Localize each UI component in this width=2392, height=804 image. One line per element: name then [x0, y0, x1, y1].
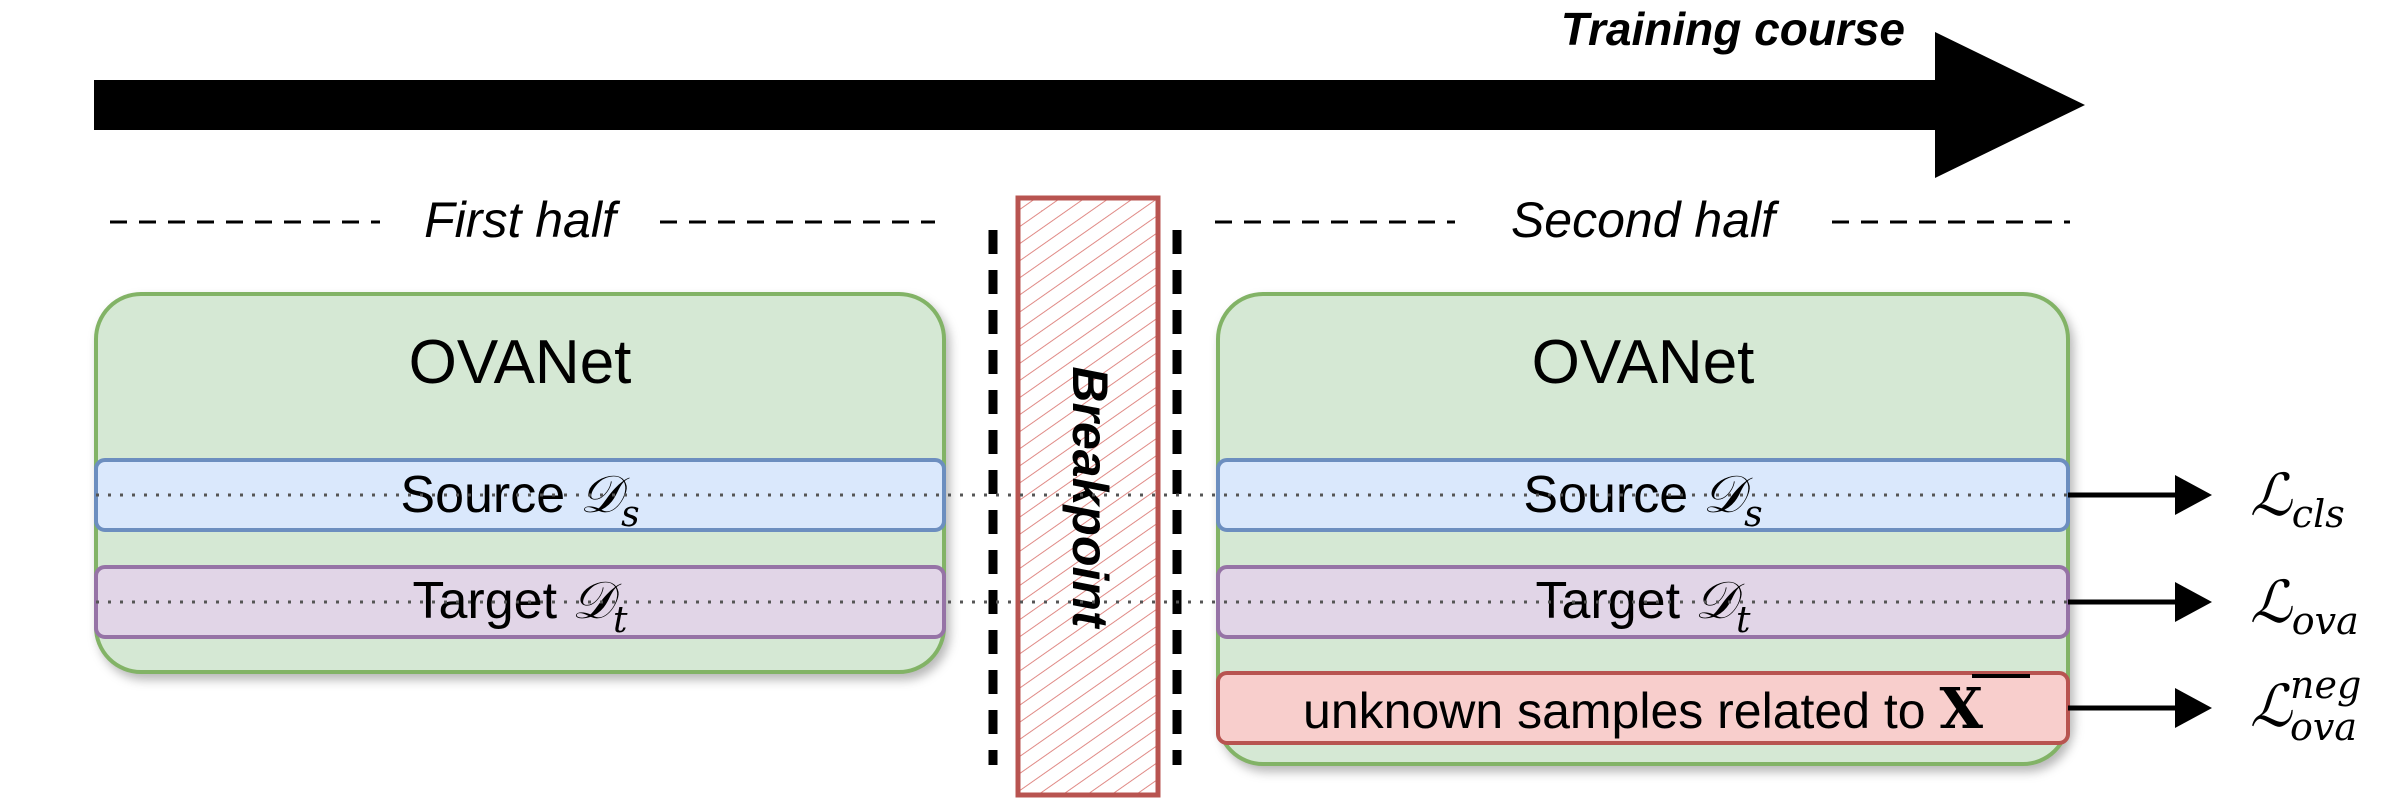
breakpoint-bar	[988, 195, 1182, 798]
first-block-title: OVANet	[409, 328, 632, 397]
loss-ova-neg-label: ℒ	[2250, 672, 2293, 740]
breakpoint-label: Breakpoint	[1062, 366, 1118, 630]
loss-arrows	[2068, 475, 2212, 728]
unknown-samples-label: unknown samples related to X	[1303, 676, 1983, 742]
second-block-title: OVANet	[1532, 328, 1755, 397]
first-half-label: First half	[424, 192, 621, 248]
loss-ova-neg-sup: neg	[2290, 663, 2361, 707]
loss-ova-label: ℒova	[2250, 568, 2359, 643]
loss-cls-label: ℒcls	[2250, 461, 2345, 536]
training-course-label: Training course	[1561, 3, 1905, 55]
bold-x-symbol: X	[1940, 676, 1984, 742]
second-ovanet-block: OVANet Source 𝒟s Target 𝒟t unknown sampl…	[1216, 292, 2070, 766]
second-source-label: Source 𝒟s	[1523, 465, 1762, 535]
loss-ova-neg-sub: ova	[2290, 705, 2357, 749]
first-ovanet-block: OVANet Source 𝒟s Target 𝒟t	[94, 292, 946, 674]
second-half-label: Second half	[1511, 192, 1780, 248]
training-course-arrow	[94, 32, 2085, 178]
first-source-label: Source 𝒟s	[400, 465, 639, 535]
dotted-flow-lines	[96, 493, 2068, 604]
